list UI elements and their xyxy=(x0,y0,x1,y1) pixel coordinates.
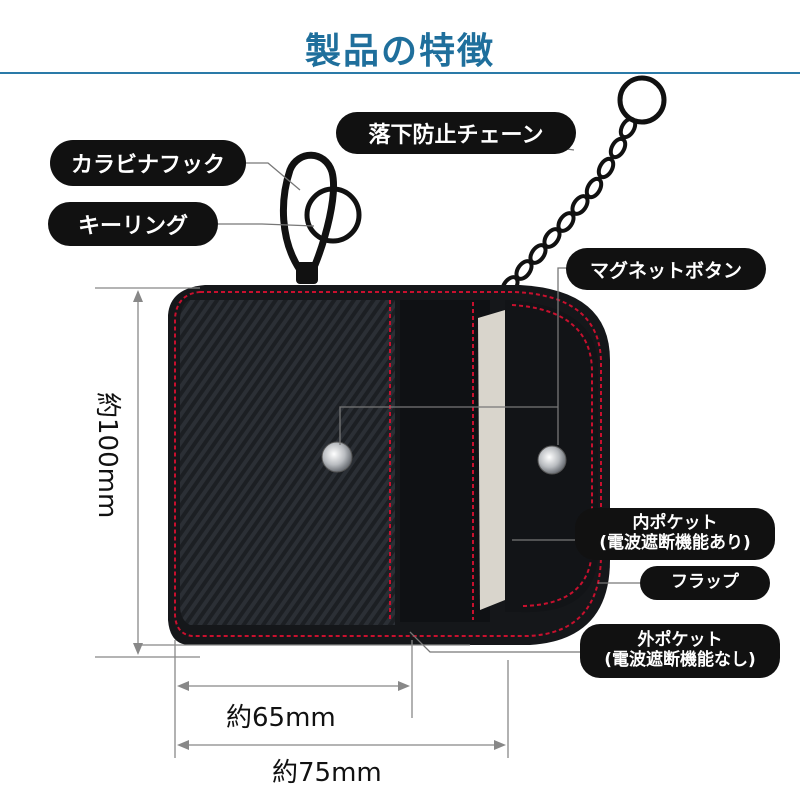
carabiner-hook xyxy=(280,151,337,274)
stitching xyxy=(174,291,602,637)
callout-keyring-label: キーリング xyxy=(77,214,188,239)
callout-magnet-button: マグネットボタン xyxy=(566,248,766,290)
callout-outer-pocket: 外ポケット (電波遮断機能なし) xyxy=(580,624,780,678)
inner-pocket-white xyxy=(478,310,505,610)
callout-carabiner-hook: カラビナフック xyxy=(50,140,246,186)
callout-flap-label: フラップ xyxy=(671,572,739,593)
magnet-button-right xyxy=(537,445,567,475)
dimension-outer-width-label: 約75mm xyxy=(272,758,382,788)
callout-magnet-label: マグネットボタン xyxy=(589,259,742,282)
outer-pocket xyxy=(180,300,395,625)
callout-chain-label: 落下防止チェーン xyxy=(368,123,544,148)
callout-outer-pocket-line1: 外ポケット xyxy=(637,630,723,651)
page-title: 製品の特徴 xyxy=(304,31,495,72)
callout-flap: フラップ xyxy=(640,566,770,600)
title-divider xyxy=(0,72,800,74)
callout-inner-pocket-line2: (電波遮断機能あり) xyxy=(599,533,751,553)
inner-pocket-lining xyxy=(400,300,490,622)
callout-inner-pocket-line1: 内ポケット xyxy=(632,513,718,534)
dimension-height-label: 約100mm xyxy=(92,392,122,519)
dimension-lines xyxy=(95,287,509,758)
chain-ring xyxy=(617,75,667,125)
dimension-inner-width-label: 約65mm xyxy=(226,703,336,733)
carabiner-tab xyxy=(296,262,318,284)
magnet-button-left xyxy=(321,441,353,473)
dimension-arrowheads xyxy=(133,290,506,750)
callout-inner-pocket: 内ポケット (電波遮断機能あり) xyxy=(575,508,775,560)
callout-keyring: キーリング xyxy=(48,202,218,246)
callout-outer-pocket-line2: (電波遮断機能なし) xyxy=(604,650,756,670)
callout-chain: 落下防止チェーン xyxy=(336,112,576,154)
callout-carabiner-label: カラビナフック xyxy=(70,153,225,178)
